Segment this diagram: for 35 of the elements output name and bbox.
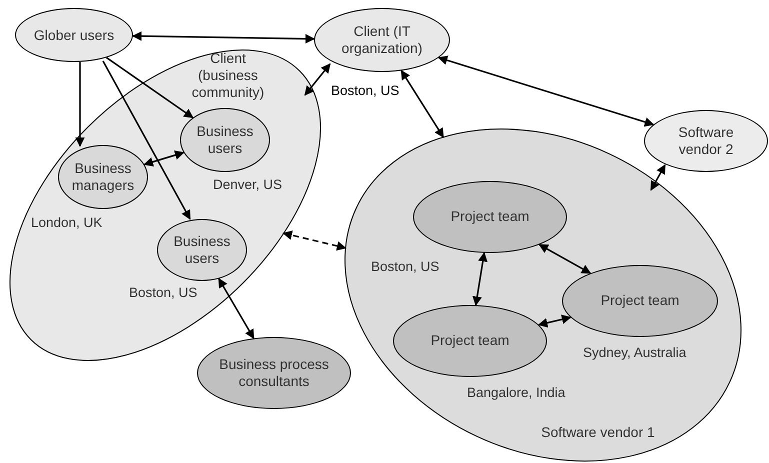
dashed-arrow: [282, 230, 346, 251]
arrow: [400, 70, 444, 138]
arrow: [132, 31, 315, 44]
node-label: Project team: [450, 208, 530, 226]
node-label: Business users: [196, 122, 254, 157]
node-label: Project team: [600, 292, 680, 310]
node-label: Client (IT organization): [340, 23, 424, 57]
region-label: Client (business community): [190, 50, 266, 101]
arrow: [304, 63, 331, 96]
node-label: Business users: [172, 232, 232, 267]
node-label: Glober users: [32, 26, 116, 44]
arrow: [102, 60, 191, 220]
region-label: Software vendor 1: [540, 424, 656, 441]
location-label: London, UK: [30, 214, 102, 231]
node-label: Business managers: [70, 160, 136, 194]
location-label: Sydney, Australia: [582, 344, 686, 361]
arrow: [143, 150, 185, 167]
location-label: Bangalore, India: [466, 384, 566, 401]
node-label: Business process consultants: [218, 356, 330, 390]
arrow: [218, 278, 254, 340]
arrow: [75, 62, 85, 147]
arrow: [538, 314, 572, 328]
node-label: Software vendor 2: [677, 124, 735, 158]
location-label: Boston, US: [128, 284, 198, 301]
node-label: Project team: [430, 332, 510, 350]
arrow: [106, 56, 194, 118]
arrow: [472, 252, 488, 306]
ellipse-node: [10, 50, 320, 360]
location-label: Boston, US: [331, 83, 400, 99]
arrow: [538, 244, 592, 274]
arrow: [438, 56, 654, 127]
ellipse-node: [345, 128, 741, 462]
location-label: Denver, US: [212, 176, 282, 193]
arrow: [650, 164, 666, 191]
location-label: Boston, US: [370, 258, 440, 275]
